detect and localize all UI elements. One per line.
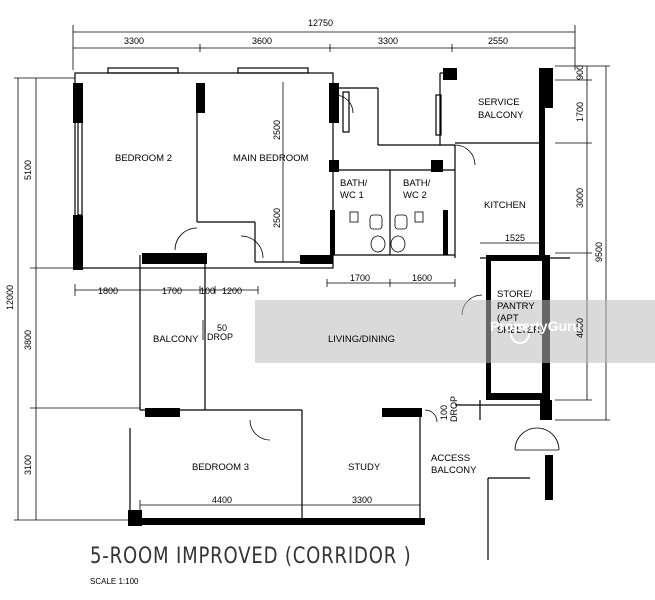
dim-mb-lower: 2500 bbox=[272, 208, 282, 228]
room-balcony: BALCONY bbox=[153, 334, 199, 345]
room-kitchen: KITCHEN bbox=[484, 200, 526, 211]
room-study: STUDY bbox=[348, 462, 381, 473]
dim-top-1: 3300 bbox=[124, 36, 144, 46]
dim-mid-4: 1200 bbox=[222, 286, 242, 296]
watermark-text: PropertyGuru bbox=[490, 318, 582, 334]
room-service-balcony-line1: SERVICE bbox=[478, 97, 520, 108]
drop-50-number: 50 bbox=[217, 323, 227, 333]
dim-right-d: 4000 bbox=[575, 318, 585, 338]
room-main-bedroom: MAIN BEDROOM bbox=[233, 153, 309, 164]
room-bath1-line1: BATH/ bbox=[340, 178, 368, 189]
room-bedroom-2: BEDROOM 2 bbox=[115, 153, 172, 164]
dim-bath1: 1700 bbox=[350, 273, 370, 283]
scale-label: SCALE 1:100 bbox=[90, 577, 139, 586]
dim-top-4: 2550 bbox=[488, 36, 508, 46]
dim-right-a: 900 bbox=[575, 65, 585, 80]
plan-title: 5-ROOM IMPROVED (CORRIDOR ) bbox=[90, 544, 412, 569]
dim-right-overall: 9500 bbox=[594, 242, 604, 262]
dim-right-c: 3000 bbox=[575, 188, 585, 208]
dim-mid-1: 1800 bbox=[98, 286, 118, 296]
room-store-line3: (APT bbox=[497, 313, 519, 324]
dim-left-lower: 3100 bbox=[23, 455, 33, 475]
dim-bottom-2: 3300 bbox=[352, 495, 372, 505]
dim-left-upper: 5100 bbox=[23, 160, 33, 180]
room-bedroom-3: BEDROOM 3 bbox=[192, 462, 249, 473]
watermark-band bbox=[255, 300, 655, 363]
room-store-line1: STORE/ bbox=[497, 289, 533, 300]
drop-50-label: DROP bbox=[207, 332, 233, 342]
dim-left-overall: 12000 bbox=[5, 285, 15, 310]
room-living-dining: LIVING/DINING bbox=[328, 334, 395, 345]
dim-mb-upper: 2500 bbox=[272, 120, 282, 140]
dim-left-middle: 3800 bbox=[23, 330, 33, 350]
dim-right-b: 1700 bbox=[575, 102, 585, 122]
room-access-balcony-line2: BALCONY bbox=[431, 465, 477, 476]
dim-mid-3: 100 bbox=[200, 286, 215, 296]
room-bath1-line2: WC 1 bbox=[340, 190, 364, 201]
dim-top-3: 3300 bbox=[378, 36, 398, 46]
room-store-line4: SHELTER) bbox=[497, 325, 543, 336]
dim-bottom-1: 4400 bbox=[212, 495, 232, 505]
drop-100-number: 100 bbox=[439, 405, 449, 420]
dim-top-2: 3600 bbox=[252, 36, 272, 46]
dim-bath2: 1600 bbox=[412, 273, 432, 283]
room-bath2-line1: BATH/ bbox=[403, 178, 431, 189]
watermark-logo-icon bbox=[510, 324, 530, 344]
drop-100-label: DROP bbox=[449, 396, 459, 422]
room-access-balcony-line1: ACCESS bbox=[431, 453, 470, 464]
dim-overall-width: 12750 bbox=[308, 18, 333, 28]
room-bath2-line2: WC 2 bbox=[403, 190, 427, 201]
room-store-line2: PANTRY bbox=[497, 301, 535, 312]
room-service-balcony-line2: BALCONY bbox=[478, 110, 524, 121]
dim-kitchen: 1525 bbox=[505, 233, 525, 243]
dim-mid-2: 1700 bbox=[162, 286, 182, 296]
